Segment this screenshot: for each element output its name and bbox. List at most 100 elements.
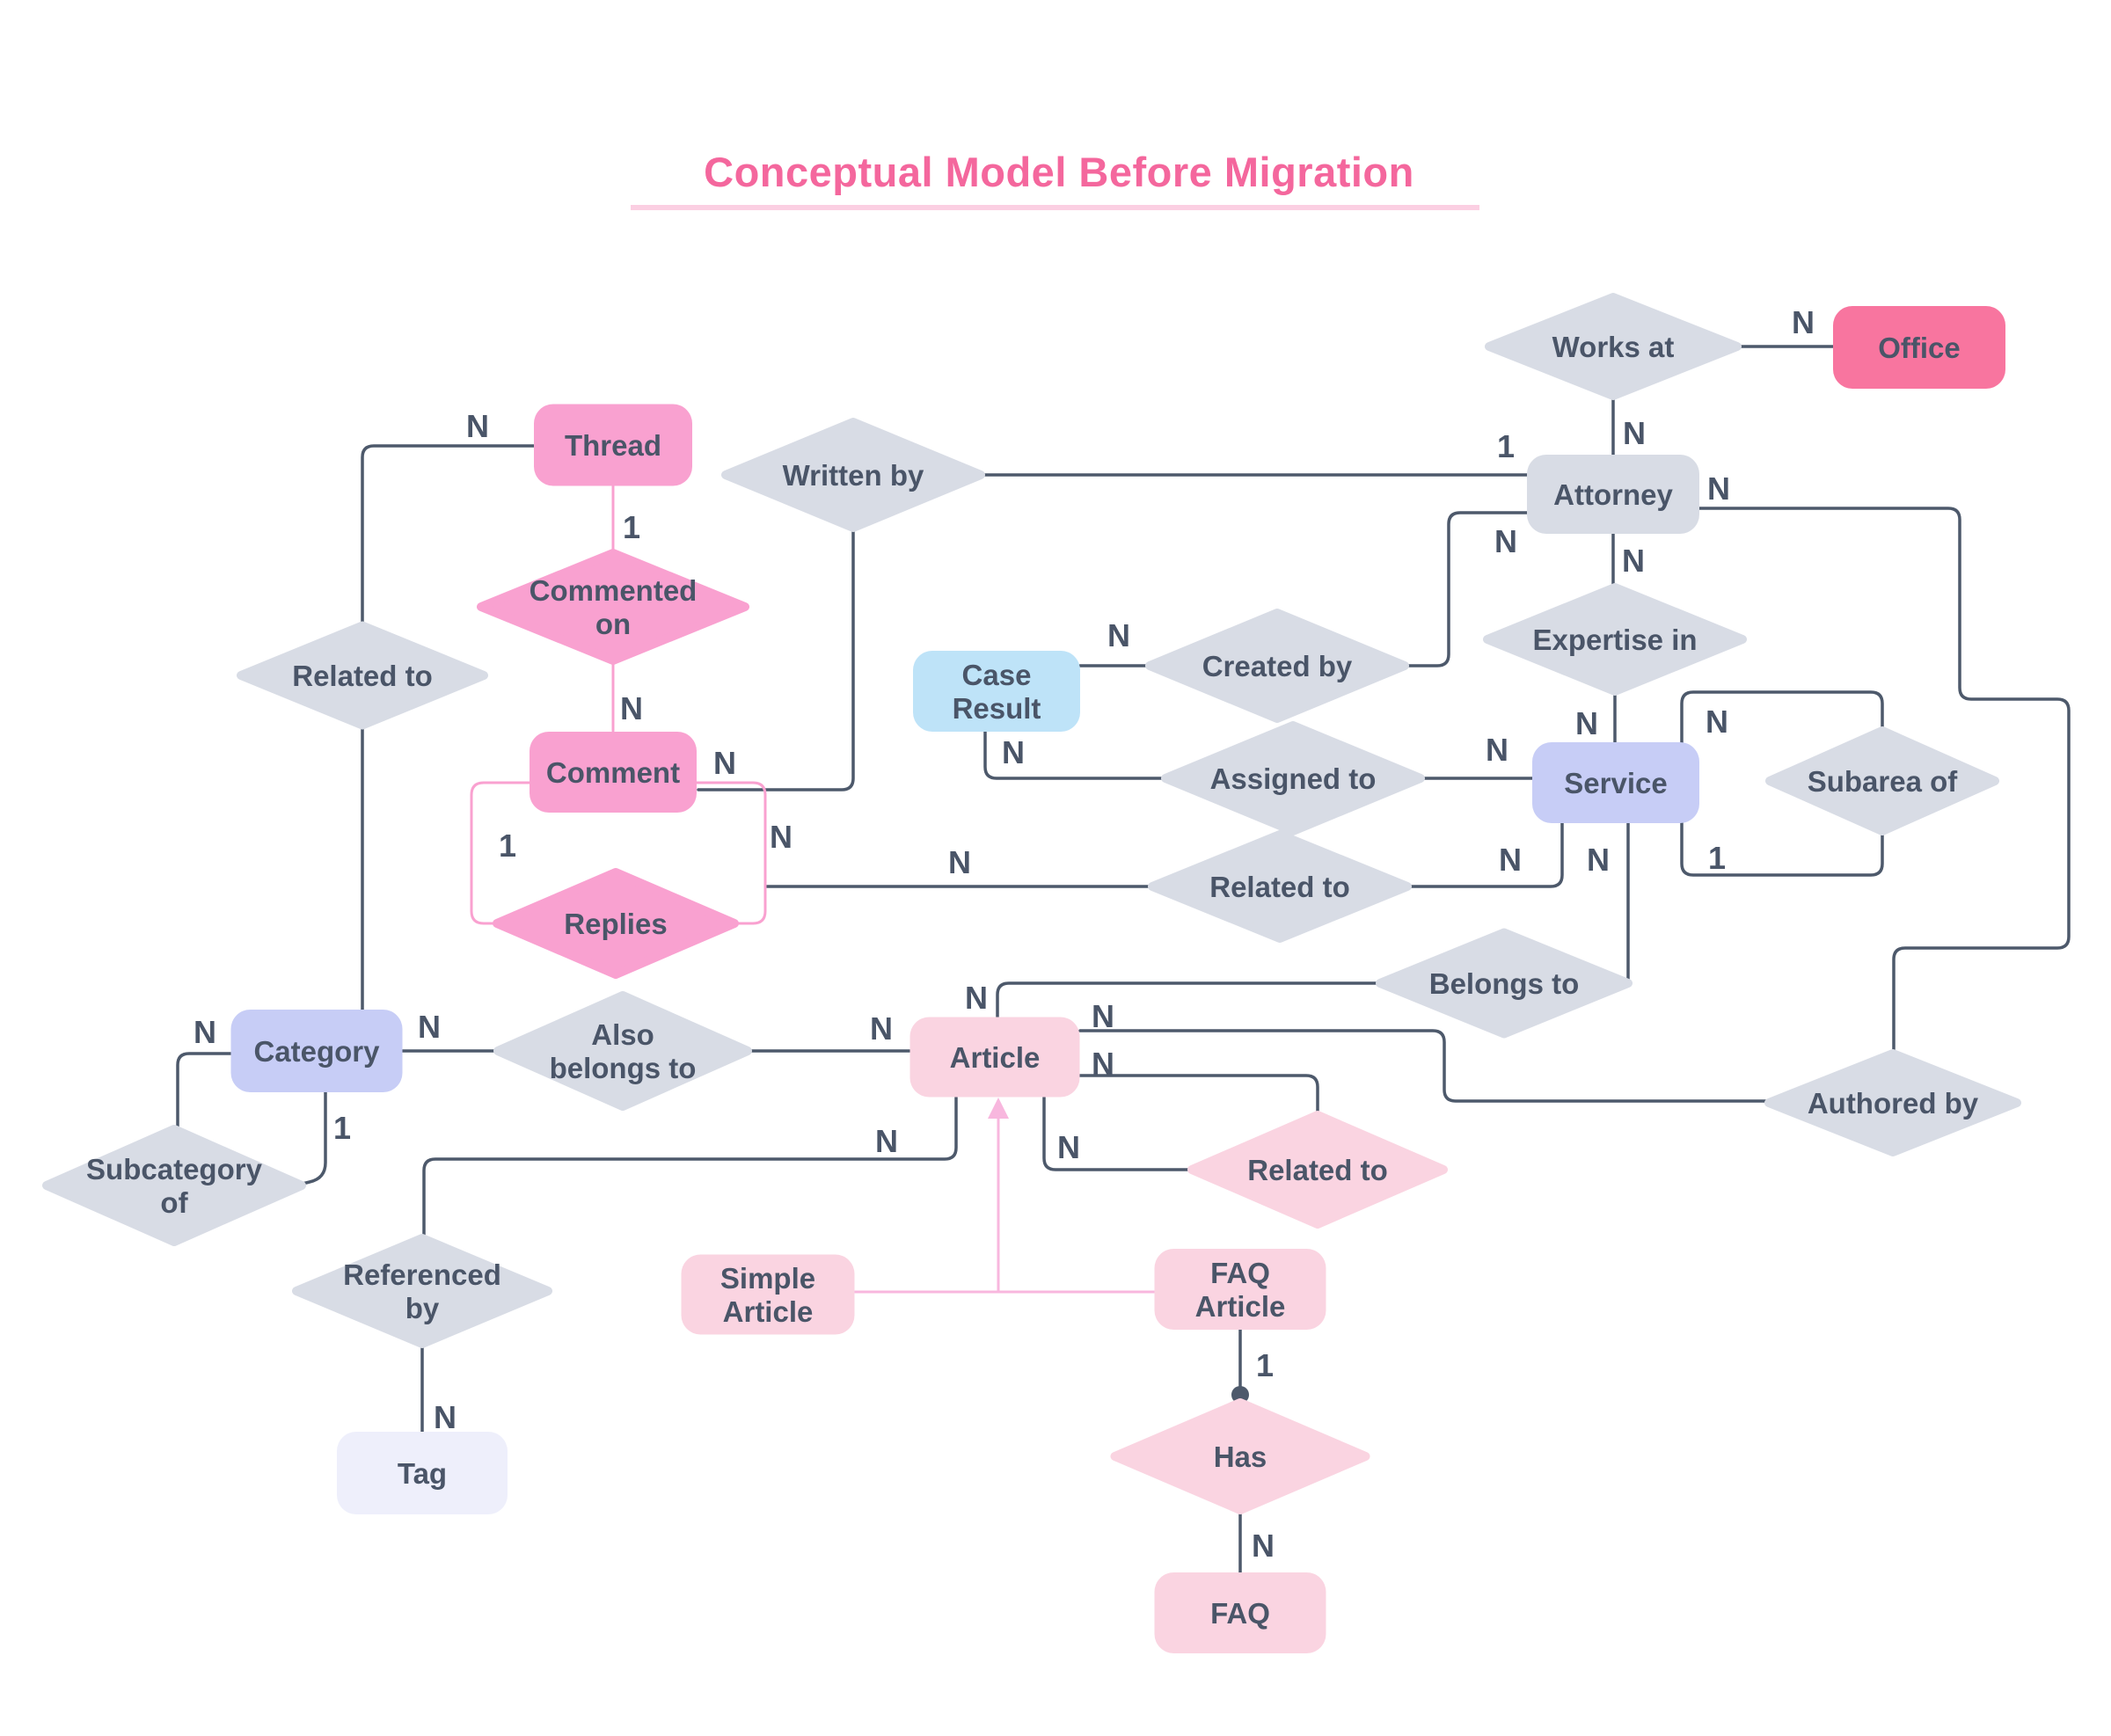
entity-comment: Comment: [530, 732, 697, 813]
edge-comment-replies-1: [470, 781, 532, 925]
related-to-threads-label: Related to: [292, 660, 433, 692]
also-belongs-to-shape: [493, 991, 752, 1111]
subarea-of-label: Subarea of: [1808, 765, 1959, 798]
edge-related-service-service: [1406, 821, 1564, 888]
service-label: Service: [1564, 767, 1667, 799]
edge-comment-replies-n: [694, 781, 767, 925]
cardinality-label: 1: [1256, 1347, 1274, 1383]
cardinality-label: N: [713, 745, 736, 781]
relationship-has: Has: [1110, 1398, 1370, 1514]
service-shape: [1532, 742, 1699, 823]
cardinality-label: N: [1587, 842, 1610, 878]
cardinality-label: N: [1057, 1129, 1080, 1165]
edge-attorney-authored-by: [1698, 507, 2071, 1055]
tag-label: Tag: [398, 1457, 447, 1490]
edge-article-referenced-by: [422, 1096, 958, 1240]
relationship-authored-by: Authored by: [1764, 1049, 2021, 1156]
cardinality-label: N: [1002, 734, 1025, 770]
anchor-dot-icon: [1231, 1386, 1249, 1404]
relationship-works-at: Works at: [1485, 293, 1742, 400]
relationship-replies: Replies: [493, 868, 739, 979]
simple-article-shape: [681, 1254, 855, 1335]
has-shape: [1110, 1398, 1370, 1514]
written-by-shape: [721, 418, 985, 532]
faq-shape: [1154, 1572, 1326, 1653]
entity-tag: Tag: [337, 1432, 508, 1514]
edge-attorney-created-by: [1404, 511, 1529, 667]
relationship-belongs-to: Belongs to: [1376, 928, 1633, 1039]
entity-thread: Thread: [534, 404, 692, 486]
replies-shape: [493, 868, 739, 979]
edge-thread-related-threads: [361, 444, 536, 627]
entity-office: Office: [1833, 306, 2005, 389]
category-label: Category: [253, 1035, 380, 1068]
relationship-created-by: Created by: [1145, 609, 1409, 723]
cardinality-label: N: [1707, 470, 1730, 507]
entity-article: Article: [909, 1017, 1080, 1098]
cardinality-label: 1: [499, 828, 516, 864]
cardinality-label: N: [1499, 842, 1522, 878]
thread-label: Thread: [565, 429, 661, 462]
edge-service-subarea-n: [1680, 690, 1884, 745]
related-to-articles-label: Related to: [1247, 1154, 1388, 1186]
authored-by-shape: [1764, 1049, 2021, 1156]
office-label: Office: [1878, 332, 1961, 364]
cardinality-label: N: [870, 1010, 893, 1047]
cardinality-label: N: [418, 1009, 441, 1045]
works-at-shape: [1485, 293, 1742, 400]
article-label: Article: [950, 1041, 1041, 1074]
cardinality-label: N: [1107, 617, 1130, 653]
cardinality-label: N: [1486, 732, 1508, 768]
works-at-label: Works at: [1552, 331, 1675, 363]
office-shape: [1833, 306, 2005, 389]
relationship-written-by: Written by: [721, 418, 985, 532]
edge-article-authored-by: [1078, 1029, 1771, 1103]
cardinality-label: N: [875, 1123, 898, 1159]
comment-shape: [530, 732, 697, 813]
entity-attorney: Attorney: [1527, 455, 1699, 534]
cardinality-label: N: [620, 690, 643, 726]
cardinality-label: N: [948, 844, 971, 880]
isa-arrow-head-icon: [988, 1098, 1009, 1119]
comment-label: Comment: [546, 756, 680, 789]
case-result-shape: [913, 651, 1080, 732]
edge-category-subcat-n: [176, 1052, 232, 1131]
relationship-related-to-articles: Related to: [1187, 1111, 1448, 1229]
relationship-assigned-to: Assigned to: [1161, 721, 1425, 835]
cardinality-label: 1: [623, 509, 640, 545]
edge-category-subcat-1: [301, 1090, 327, 1185]
cardinality-label: N: [434, 1399, 457, 1435]
related-to-service-shape: [1148, 830, 1412, 943]
cardinality-label: N: [1622, 543, 1645, 579]
faq-article-shape: [1154, 1249, 1326, 1330]
cardinality-label: N: [1092, 1046, 1114, 1082]
authored-by-label: Authored by: [1808, 1087, 1979, 1120]
cardinality-label: N: [965, 980, 988, 1016]
title-underline: [631, 205, 1479, 210]
cardinality-label: N: [1706, 704, 1728, 740]
created-by-label: Created by: [1202, 650, 1353, 682]
attorney-label: Attorney: [1553, 478, 1673, 511]
relationship-related-to-service: Related to: [1148, 830, 1412, 943]
page-title: Conceptual Model Before Migration: [704, 149, 1414, 195]
created-by-shape: [1145, 609, 1409, 723]
cardinality-label: 1: [333, 1110, 351, 1146]
expertise-in-shape: [1483, 583, 1747, 696]
category-shape: [230, 1010, 403, 1092]
cardinality-label: N: [1792, 304, 1815, 340]
referenced-by-shape: [292, 1234, 552, 1348]
entity-service: Service: [1532, 742, 1699, 823]
cardinality-label: N: [1494, 523, 1517, 559]
expertise-in-label: Expertise in: [1532, 624, 1697, 656]
